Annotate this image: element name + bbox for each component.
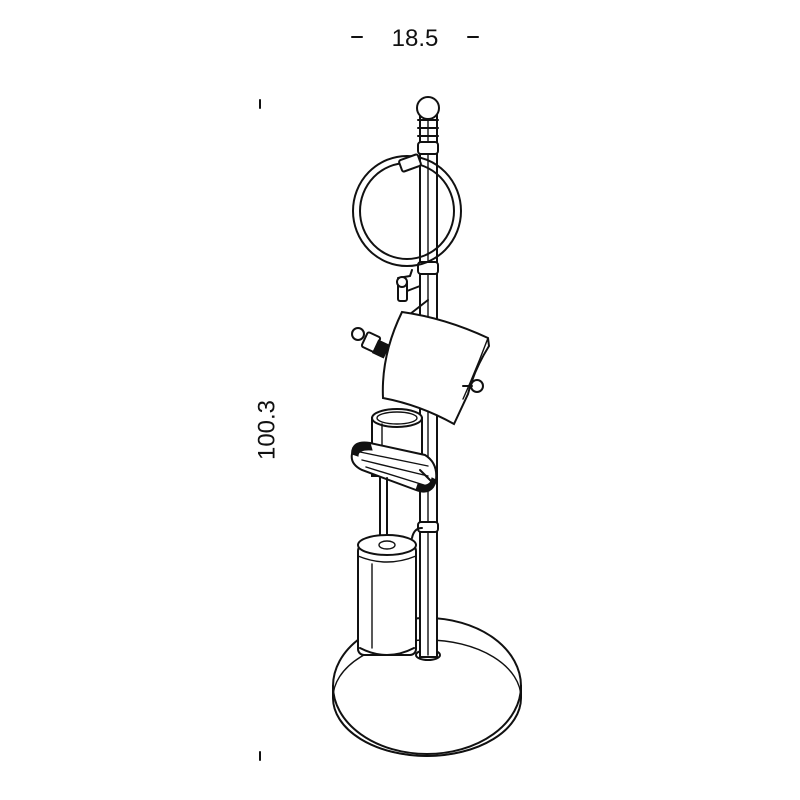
toilet-brush-holder xyxy=(357,477,423,656)
width-dimension-label: 18.5 xyxy=(392,25,439,52)
side-hook xyxy=(396,276,421,302)
glass-and-soap-holder xyxy=(350,408,438,493)
height-dimension: 100.3 xyxy=(253,99,280,761)
brush-holder-arm xyxy=(411,527,423,539)
soap-dish-arm xyxy=(419,469,433,483)
towel-ring xyxy=(352,153,462,279)
brush-container-bottom xyxy=(359,647,415,656)
pole-ring-collar-top xyxy=(417,141,439,155)
width-dimension: 18.5 xyxy=(351,25,479,52)
paper-holder-cover-edge xyxy=(462,337,489,400)
spare-roll-knob xyxy=(351,327,365,341)
side-hook-knob xyxy=(396,276,408,288)
brush-container-opening xyxy=(378,540,396,550)
brush-container-lid xyxy=(357,534,417,556)
towel-ring-outer xyxy=(352,155,462,267)
toilet-paper-holder xyxy=(381,299,491,426)
brush-container-band xyxy=(357,555,417,563)
height-dimension-label: 100.3 xyxy=(253,400,280,460)
paper-holder-cover xyxy=(381,310,491,426)
pole-finial xyxy=(416,96,440,120)
pole-brush-collar xyxy=(417,521,439,533)
towel-ring-clamp xyxy=(398,153,422,173)
glass-cup-inner-rim xyxy=(376,411,418,425)
soap-dish-edge-left xyxy=(351,442,373,457)
soap-dish-wires xyxy=(359,451,429,486)
side-hook-arm xyxy=(406,285,421,292)
towel-ring-inner xyxy=(359,162,455,260)
